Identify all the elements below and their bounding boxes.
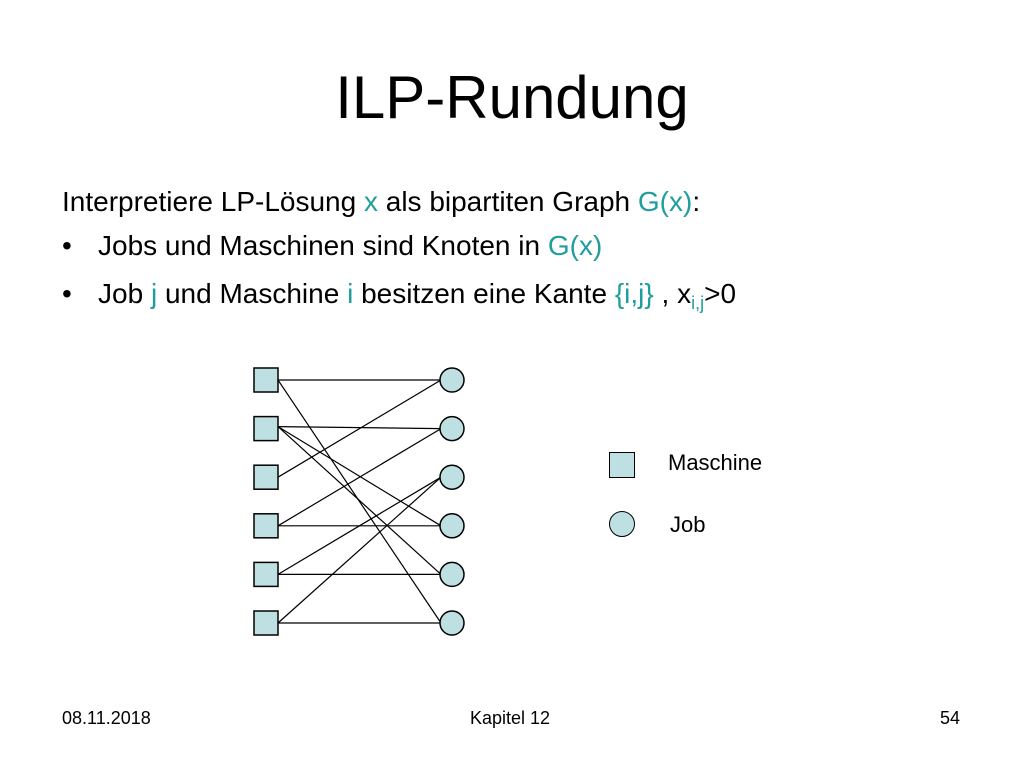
graph-edge xyxy=(277,379,442,478)
intro-text-3: : xyxy=(692,186,701,217)
bullet-nodes-text: Jobs und Maschinen sind Knoten in xyxy=(98,230,548,261)
intro-text-2: als bipartiten Graph xyxy=(377,186,638,217)
graph-edge xyxy=(277,426,442,527)
bullet-edges-subscript: i,j xyxy=(691,293,705,313)
bullet-edges-text-1: Job xyxy=(98,278,151,309)
bullet-edges: • Job j und Maschine i besitzen eine Kant… xyxy=(62,274,736,314)
job-node xyxy=(439,513,465,539)
graph-edge xyxy=(277,426,442,575)
graph-edges xyxy=(277,379,442,624)
legend-machine-square xyxy=(609,452,635,478)
footer-chapter: Kapitel 12 xyxy=(470,708,551,728)
bullet-nodes: • Jobs und Maschinen sind Knoten in G(x) xyxy=(62,226,602,266)
graph-edge xyxy=(277,379,442,624)
bullet-edges-text-5: >0 xyxy=(704,278,737,309)
bullet-edges-text-4: , x xyxy=(653,278,692,309)
bullet-dot: • xyxy=(62,278,72,309)
bullet-edges-text-2: und Maschine xyxy=(157,278,348,309)
footer-date: 08.11.2018 xyxy=(62,708,151,728)
job-node xyxy=(439,415,465,442)
bullet-edges-i: i xyxy=(347,278,354,309)
intro-line: Interpretiere LP-Lösung x als bipartiten… xyxy=(62,182,700,222)
legend-job-circle xyxy=(609,511,635,537)
machine-node xyxy=(253,513,279,539)
intro-var-x: x xyxy=(363,186,378,217)
footer-page-number: 54 xyxy=(940,708,961,728)
job-node xyxy=(439,561,465,588)
job-node xyxy=(439,464,465,490)
machine-node xyxy=(253,367,279,393)
job-node xyxy=(439,367,465,393)
machine-node xyxy=(253,561,279,588)
legend-machine-label: Maschine xyxy=(668,450,763,475)
intro-text-1: Interpretiere LP-Lösung xyxy=(62,186,364,217)
graph-nodes xyxy=(253,367,465,636)
legend-job-label: Job xyxy=(670,512,706,537)
intro-graph-gx: G(x) xyxy=(637,186,693,217)
machine-node xyxy=(253,415,279,442)
bullet-dot: • xyxy=(62,230,72,261)
machine-node xyxy=(253,610,279,636)
bullet-nodes-gx: G(x) xyxy=(547,230,603,261)
bullet-edges-text-3: besitzen eine Kante xyxy=(353,278,615,309)
graph-edge xyxy=(277,428,442,527)
graph-edge xyxy=(277,476,442,624)
graph-edge xyxy=(277,426,442,430)
graph-edge xyxy=(277,476,442,575)
bullet-edges-set: {i,j} xyxy=(614,278,654,309)
slide-title: ILP-Rundung xyxy=(335,64,689,131)
bullet-edges-j: j xyxy=(150,278,158,309)
machine-node xyxy=(253,464,279,490)
job-node xyxy=(439,610,465,636)
